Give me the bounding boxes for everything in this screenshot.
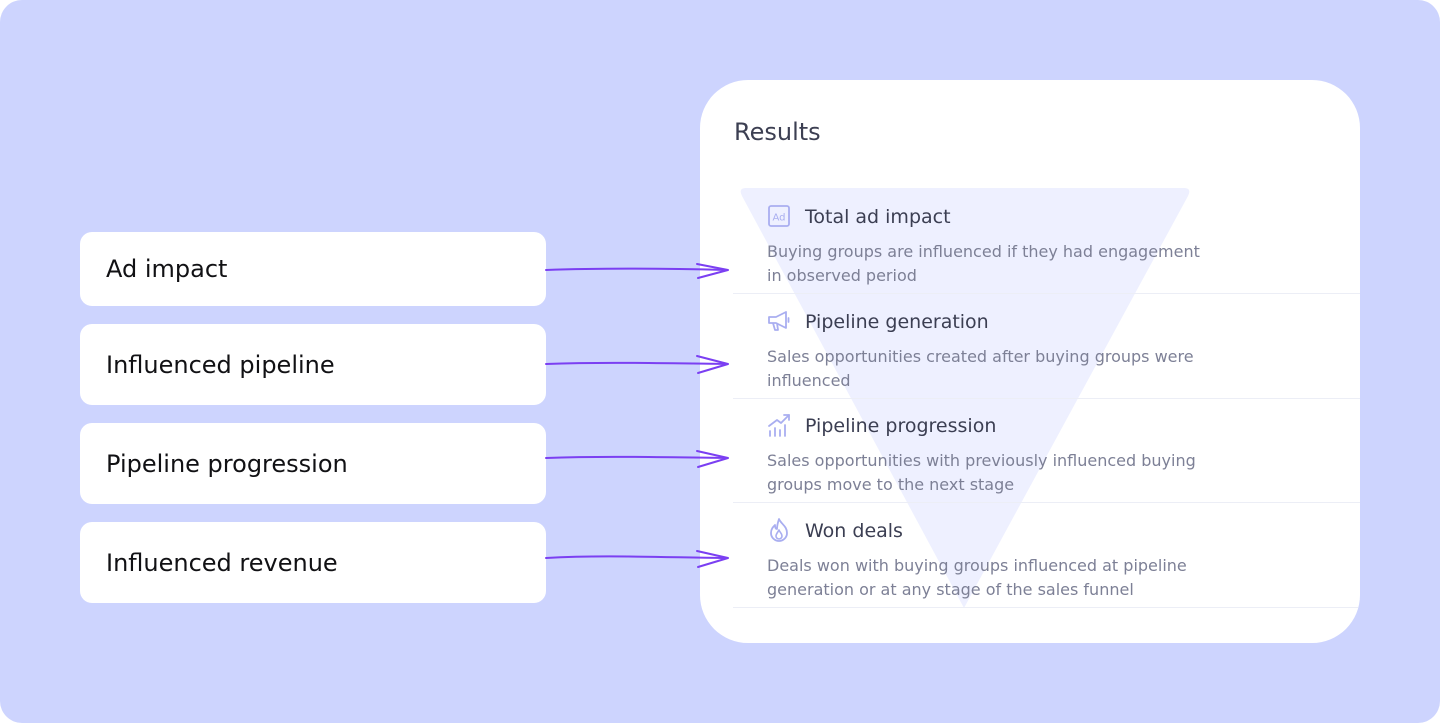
result-item-pipeline-progression: Pipeline progression Sales opportunities…	[733, 398, 1360, 503]
result-description: Sales opportunities with previously infl…	[767, 451, 1196, 494]
influenced-revenue-box: Influenced revenue	[80, 522, 546, 603]
result-title: Pipeline progression	[805, 415, 997, 437]
results-title: Results	[734, 118, 821, 146]
ad-impact-label: Ad impact	[106, 255, 228, 283]
flame-icon	[766, 517, 792, 543]
pipeline-progression-label: Pipeline progression	[106, 449, 348, 478]
megaphone-icon	[766, 308, 792, 334]
result-item-pipeline-generation: Pipeline generation Sales opportunities …	[733, 294, 1360, 399]
result-title: Total ad impact	[805, 206, 951, 228]
growth-chart-icon	[766, 412, 792, 438]
result-description: Deals won with buying groups influenced …	[767, 556, 1187, 599]
influenced-pipeline-box: Influenced pipeline	[80, 324, 546, 405]
influenced-revenue-label: Influenced revenue	[106, 548, 338, 577]
svg-text:Ad: Ad	[772, 213, 785, 224]
result-item-won-deals: Won deals Deals won with buying groups i…	[733, 503, 1360, 608]
result-item-total-ad-impact: Ad Total ad impact Buying groups are inf…	[733, 189, 1360, 294]
result-title: Pipeline generation	[805, 311, 989, 333]
results-card: Results Ad Total ad impact Buying groups…	[700, 80, 1360, 643]
ad-icon: Ad	[766, 203, 792, 229]
ad-impact-box: Ad impact	[80, 232, 546, 306]
result-title: Won deals	[805, 520, 903, 542]
result-description: Buying groups are influenced if they had…	[767, 242, 1200, 285]
influenced-pipeline-label: Influenced pipeline	[106, 350, 335, 379]
result-description: Sales opportunities created after buying…	[767, 347, 1194, 390]
pipeline-progression-box: Pipeline progression	[80, 423, 546, 504]
